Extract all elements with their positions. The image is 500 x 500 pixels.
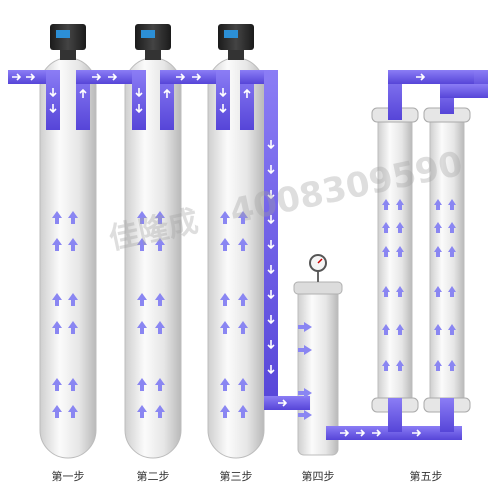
piping xyxy=(8,70,488,440)
membrane-housing-2 xyxy=(423,107,471,413)
membrane-housing-1 xyxy=(371,107,419,413)
step-label-3: 第三步 xyxy=(219,470,253,483)
tank-flow-arrows xyxy=(52,199,456,420)
step-label-4: 第四步 xyxy=(301,470,335,483)
tank-2 xyxy=(124,24,182,459)
step-label-5: 第五步 xyxy=(409,470,443,483)
step-label-2: 第二步 xyxy=(136,470,170,483)
display-screen xyxy=(56,30,70,38)
step-label-1: 第一步 xyxy=(51,470,85,483)
display-screen xyxy=(141,30,155,38)
tank-1 xyxy=(39,24,97,459)
display-screen xyxy=(224,30,238,38)
pipe-flow-arrows xyxy=(12,73,426,437)
tank-4-cartridge-filter xyxy=(293,254,343,456)
